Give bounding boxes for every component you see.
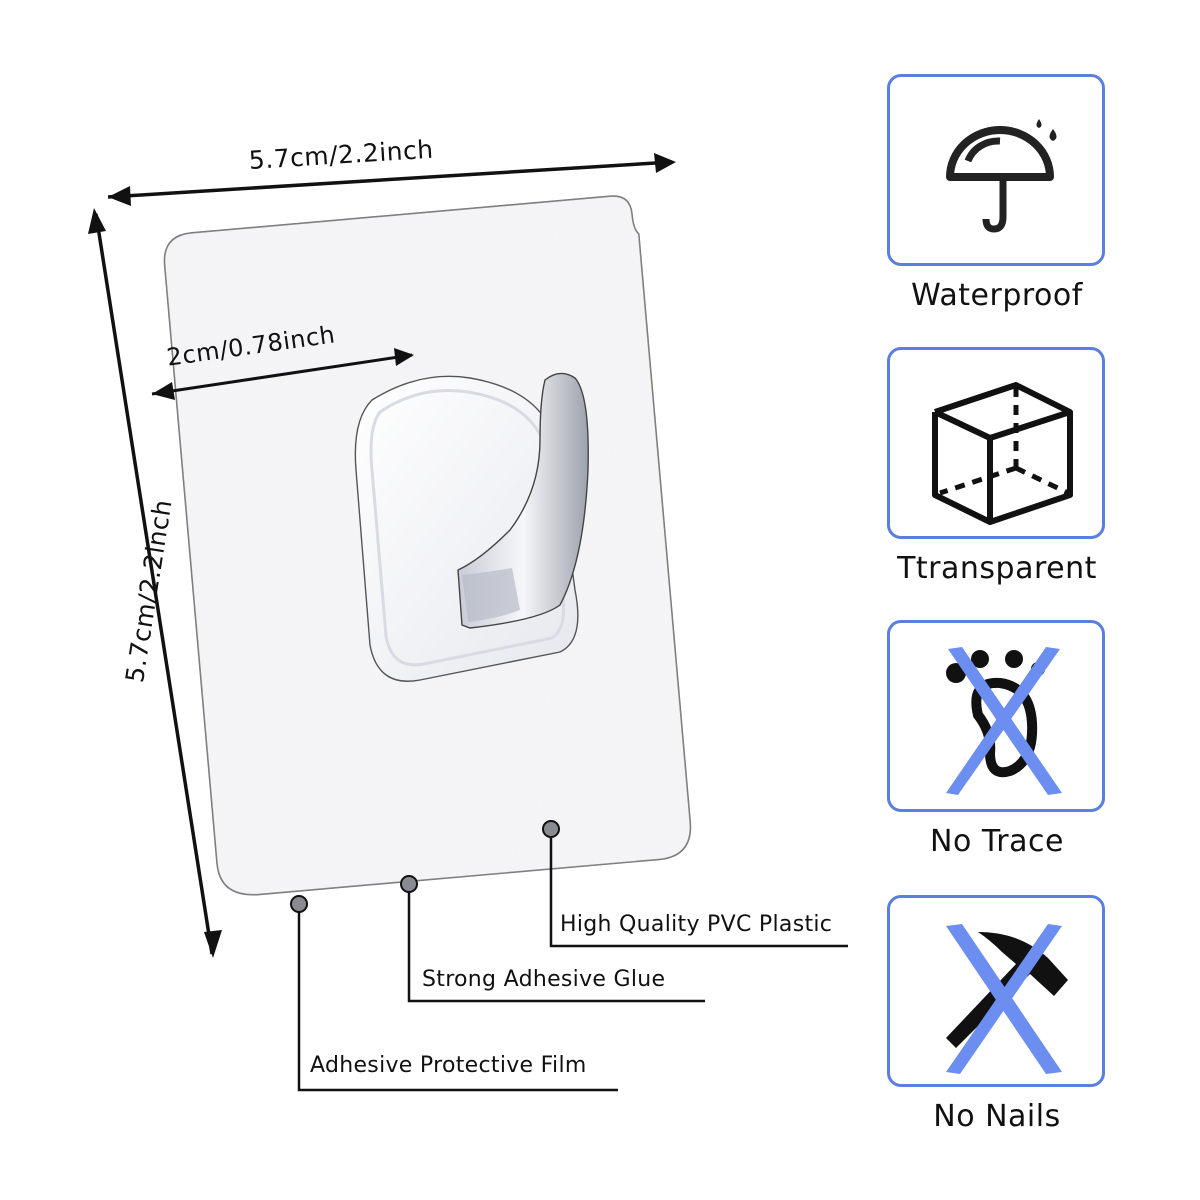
feature-waterproof-box [887,74,1105,266]
feature-no-trace-label: No Trace [930,824,1064,859]
callout-pvc-plastic: High Quality PVC Plastic [560,912,833,937]
cube-icon [932,382,1073,525]
feature-transparent: Ttransparent [887,347,1107,586]
footprint-crossed-icon [946,647,1062,795]
callout-adhesive-glue: Strong Adhesive Glue [422,967,666,992]
umbrella-icon [946,119,1057,233]
feature-waterproof-label: Waterproof [911,278,1083,313]
hammer-crossed-icon [946,924,1068,1074]
feature-no-trace-box [887,620,1105,812]
feature-no-nails-label: No Nails [933,1099,1061,1134]
feature-transparent-box [887,347,1105,539]
feature-no-nails: No Nails [887,895,1107,1134]
feature-transparent-label: Ttransparent [897,551,1097,586]
feature-no-nails-box [887,895,1105,1087]
callout-protective-film: Adhesive Protective Film [310,1053,587,1078]
product-illustration [88,153,848,1092]
feature-no-trace: No Trace [887,620,1107,859]
adhesive-pad-graphic [88,153,848,1092]
feature-waterproof: Waterproof [887,74,1107,313]
